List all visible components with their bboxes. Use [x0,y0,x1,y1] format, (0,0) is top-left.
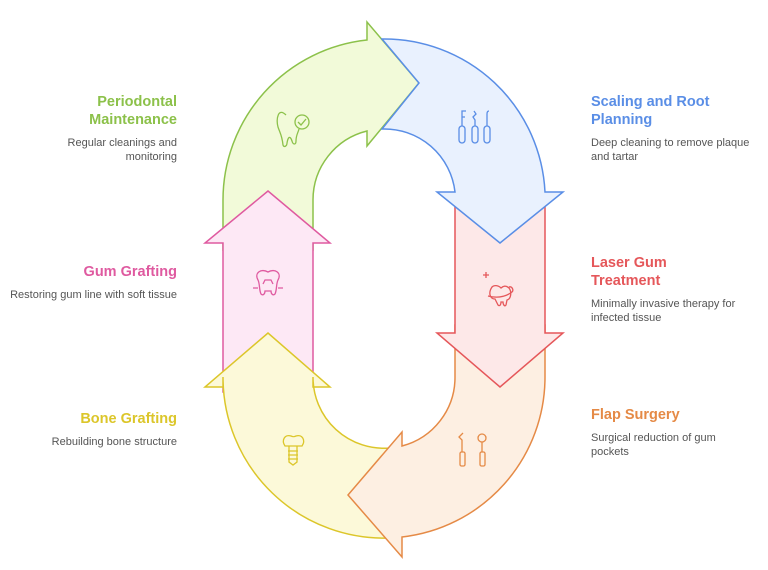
step-desc: Deep cleaning to remove plaque and tarta… [591,137,750,163]
dental-implant-icon [282,434,305,466]
step-title: Gum Grafting [83,264,177,280]
step-desc: Minimally invasive therapy for infected … [591,298,736,324]
step-gum-grafting: Gum Grafting Restoring gum line with sof… [7,263,177,303]
tooth-check-icon [276,111,310,148]
step-laser: Laser Gum Treatment Minimally invasive t… [591,254,741,325]
laser-tooth-icon [483,272,514,307]
arrow-periodontal [222,19,420,251]
dental-probe-icon [458,432,487,467]
arrow-laser [434,194,566,388]
step-desc: Regular cleanings and monitoring [67,137,177,163]
step-flap: Flap Surgery Surgical reduction of gum p… [591,406,731,459]
step-title: Scaling and Root Planning [591,94,710,128]
dental-tools-icon [458,110,491,144]
step-periodontal: Periodontal Maintenance Regular cleaning… [7,93,177,164]
step-title: Laser Gum Treatment [591,255,667,289]
gum-tooth-icon [253,269,283,296]
step-desc: Surgical reduction of gum pockets [591,432,716,458]
step-bone-grafting: Bone Grafting Rebuilding bone structure [7,410,177,450]
step-desc: Restoring gum line with soft tissue [10,289,177,301]
step-title: Bone Grafting [80,411,177,427]
step-title: Periodontal Maintenance [89,94,177,128]
step-scaling: Scaling and Root Planning Deep cleaning … [591,93,761,164]
step-desc: Rebuilding bone structure [51,436,177,448]
step-title: Flap Surgery [591,407,680,423]
